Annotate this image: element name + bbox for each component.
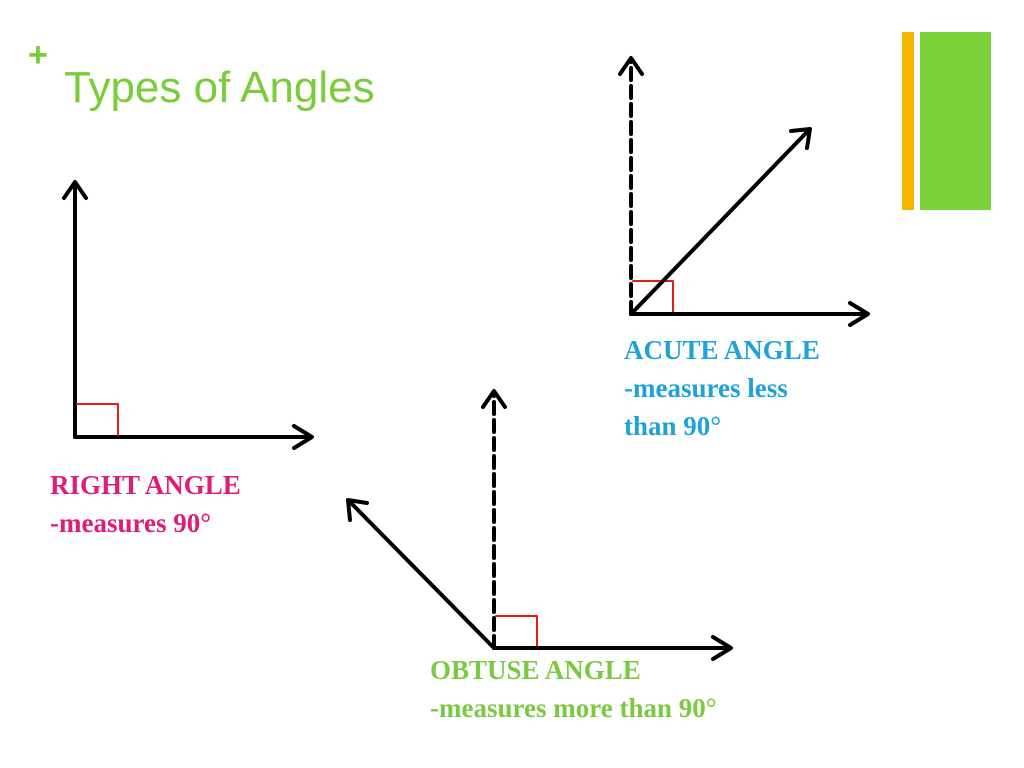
right-angle-description: -measures 90° (50, 508, 212, 538)
acute-angle-base-arrowhead (848, 301, 870, 327)
right-angle-vertical-arrowhead (62, 180, 88, 200)
right-angle-figure (62, 180, 314, 450)
obtuse-angle-description: -measures more than 90° (430, 693, 717, 723)
obtuse-angle-diagonal-ray (348, 500, 496, 650)
obtuse-angle-label: OBTUSE ANGLE -measures more than 90° (430, 651, 717, 727)
acute-angle-marker (632, 280, 674, 313)
accent-bar-green (920, 32, 991, 210)
acute-angle-label: ACUTE ANGLE -measures less than 90° (624, 331, 820, 445)
right-angle-name: RIGHT ANGLE (50, 470, 241, 500)
acute-angle-figure (618, 56, 870, 327)
accent-bar-orange (902, 32, 914, 210)
right-angle-marker (76, 403, 119, 436)
acute-angle-diagonal-ray (629, 129, 810, 316)
obtuse-angle-figure (346, 389, 733, 661)
obtuse-angle-base-arrowhead (711, 635, 733, 661)
obtuse-angle-name: OBTUSE ANGLE (430, 655, 641, 685)
acute-angle-reference-arrowhead (618, 56, 644, 76)
obtuse-angle-diagonal-arrowhead (346, 498, 369, 522)
acute-angle-description-line2: than 90° (624, 411, 722, 441)
acute-angle-diagonal-arrowhead (789, 127, 812, 150)
right-angle-horizontal-arrowhead (292, 424, 314, 450)
slide-title: Types of Angles (64, 63, 375, 112)
right-angle-label: RIGHT ANGLE -measures 90° (50, 466, 241, 542)
acute-angle-name: ACUTE ANGLE (624, 335, 820, 365)
bullet-plus-icon: + (28, 36, 48, 74)
obtuse-angle-marker (495, 615, 538, 647)
acute-angle-description-line1: -measures less (624, 373, 788, 403)
obtuse-angle-reference-arrowhead (481, 389, 507, 409)
